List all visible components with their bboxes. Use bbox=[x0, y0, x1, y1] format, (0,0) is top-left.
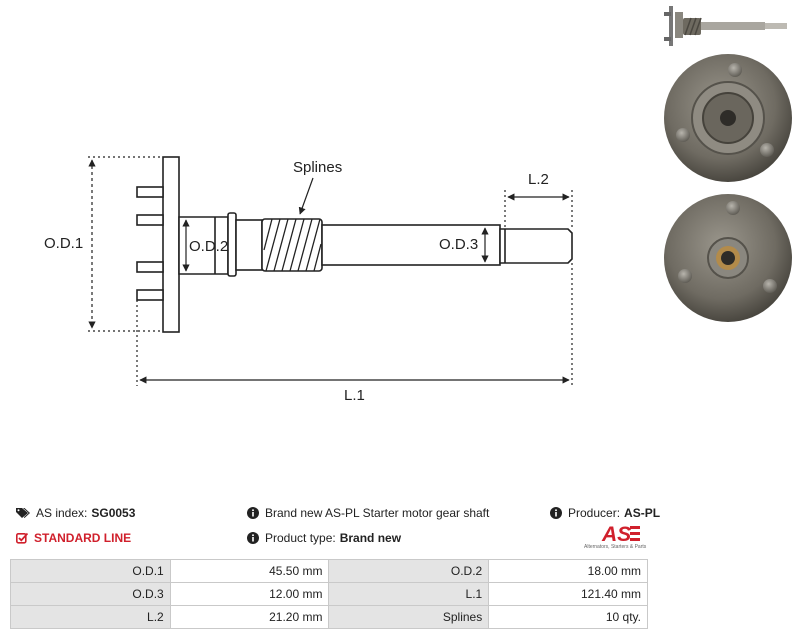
spec-value: 45.50 mm bbox=[169, 559, 330, 583]
spec-label: L.1 bbox=[328, 582, 490, 606]
table-row: O.D.1 45.50 mm O.D.2 18.00 mm bbox=[10, 559, 648, 583]
flange-pin bbox=[136, 289, 164, 301]
flange-pin bbox=[136, 261, 164, 273]
description: Brand new AS-PL Starter motor gear shaft bbox=[247, 506, 489, 520]
technical-drawing: O.D.1 O.D.2 O.D.3 L.1 L.2 Splines bbox=[44, 156, 573, 404]
tags-icon bbox=[16, 507, 30, 519]
od3-label: O.D.3 bbox=[439, 236, 478, 253]
spec-label: O.D.1 bbox=[10, 559, 171, 583]
flange-pin bbox=[136, 214, 164, 226]
as-index-value: SG0053 bbox=[91, 506, 136, 520]
shaft-end bbox=[499, 228, 573, 264]
spec-label: L.2 bbox=[10, 605, 171, 629]
as-index: AS index: SG0053 bbox=[16, 506, 135, 520]
as-pl-logo: AS Alternators, Starters & Parts bbox=[584, 522, 654, 554]
splines-leader bbox=[298, 177, 314, 215]
table-row: L.2 21.20 mm Splines 10 qty. bbox=[10, 605, 648, 629]
spec-label: O.D.3 bbox=[10, 582, 171, 606]
product-type-value: Brand new bbox=[339, 531, 402, 545]
producer: Producer: AS-PL bbox=[550, 506, 660, 520]
table-row: O.D.3 12.00 mm L.1 121.40 mm bbox=[10, 582, 648, 606]
product-photo-back bbox=[664, 194, 792, 322]
spec-value: 12.00 mm bbox=[169, 582, 330, 606]
l2-label: L.2 bbox=[528, 171, 549, 188]
spec-value: 21.20 mm bbox=[169, 605, 330, 629]
od1-label: O.D.1 bbox=[44, 235, 83, 252]
od2-label: O.D.2 bbox=[189, 238, 228, 255]
spec-value: 10 qty. bbox=[488, 605, 648, 629]
specs-table: O.D.1 45.50 mm O.D.2 18.00 mm O.D.3 12.0… bbox=[10, 559, 648, 629]
info-icon bbox=[247, 507, 259, 519]
info-icon bbox=[247, 532, 259, 544]
logo-text: AS bbox=[601, 523, 631, 544]
l1-label: L.1 bbox=[344, 387, 365, 404]
flange-plate bbox=[162, 156, 180, 333]
checkbox-checked-icon bbox=[16, 532, 28, 544]
splines-label: Splines bbox=[293, 159, 342, 176]
spec-label: Splines bbox=[328, 605, 490, 629]
product-type: Product type: Brand new bbox=[247, 531, 401, 545]
info-icon bbox=[550, 507, 562, 519]
flange-pin bbox=[136, 186, 164, 198]
producer-value: AS-PL bbox=[624, 506, 661, 520]
spec-label: O.D.2 bbox=[328, 559, 490, 583]
collar bbox=[227, 212, 237, 277]
product-photos bbox=[664, 6, 792, 322]
spec-value: 121.40 mm bbox=[488, 582, 648, 606]
spec-value: 18.00 mm bbox=[488, 559, 648, 583]
product-photo-front bbox=[664, 54, 792, 182]
logo-tagline: Alternators, Starters & Parts bbox=[584, 544, 647, 550]
product-info: AS index: SG0053 STANDARD LINE Brand new… bbox=[14, 500, 660, 555]
product-photo-side bbox=[664, 6, 787, 46]
standard-line: STANDARD LINE bbox=[16, 531, 131, 545]
